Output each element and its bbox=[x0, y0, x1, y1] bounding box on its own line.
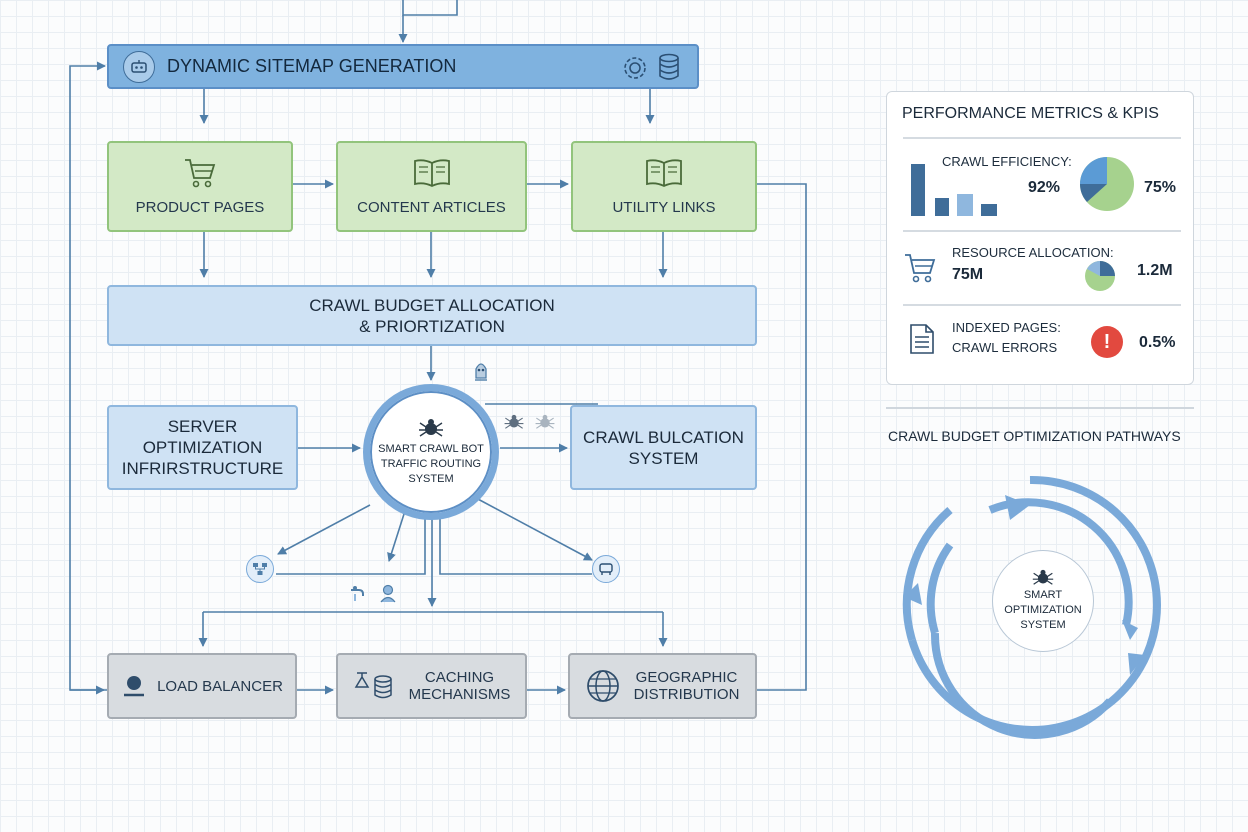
person-icon bbox=[121, 673, 147, 699]
divider bbox=[903, 230, 1181, 232]
infra-label-line-1: Caching bbox=[424, 669, 495, 686]
crawl-budget-allocation-box: Crawl Budget Allocation & Priortization bbox=[107, 285, 757, 346]
pie-chart-icon bbox=[1084, 260, 1116, 292]
spider-icon bbox=[417, 418, 445, 438]
database-icon bbox=[657, 53, 681, 81]
bot-node bbox=[592, 555, 620, 583]
cart-icon bbox=[903, 252, 937, 284]
smart-crawl-bot-hub: Smart Crawl Bot Traffic Routing System bbox=[363, 384, 499, 520]
spider-icon bbox=[534, 414, 556, 430]
crawl-efficiency-secondary-value: 75% bbox=[1144, 179, 1177, 196]
error-icon: ! bbox=[1091, 326, 1123, 358]
crawl-bulcation-system-box: Crawl Bulcation System bbox=[570, 405, 757, 490]
metrics-title: Performance Metrics & KPIs bbox=[902, 105, 1159, 122]
crawl-errors-label: Crawl Errors bbox=[952, 340, 1058, 355]
budget-line-2: & Priortization bbox=[359, 316, 505, 336]
optimization-pathway-rings bbox=[902, 475, 1161, 739]
robot-icon bbox=[598, 562, 614, 576]
infra-label-line-2: Mechanisms bbox=[408, 686, 511, 703]
network-icon bbox=[252, 562, 268, 576]
header-title: Dynamic Sitemap Generation bbox=[167, 56, 457, 76]
ring-hub-line-1: Smart bbox=[1023, 589, 1063, 601]
infra-label-line-1: Geographic bbox=[635, 669, 738, 686]
content-box-label: Product Pages bbox=[135, 199, 265, 216]
performance-metrics-panel: Performance Metrics & KPIs Crawl Efficie… bbox=[886, 91, 1194, 385]
network-node bbox=[246, 555, 274, 583]
infra-label-line-2: Distribution bbox=[633, 686, 740, 703]
ring-hub-line-3: System bbox=[1020, 619, 1066, 631]
server-line-2: Infrirstructure bbox=[121, 459, 284, 478]
resource-allocation-label: Resource Allocation: bbox=[952, 245, 1114, 260]
hub-line-1: Smart Crawl Bot bbox=[378, 442, 484, 455]
infra-box-caching-mechanisms: Caching Mechanisms bbox=[336, 653, 527, 719]
content-box-product-pages: Product Pages bbox=[107, 141, 293, 232]
pie-chart-icon bbox=[1079, 156, 1135, 212]
sitemap-generation-header: Dynamic Sitemap Generation bbox=[107, 44, 699, 89]
bar-chart-icon bbox=[909, 162, 1001, 218]
right-box-line-2: System bbox=[628, 448, 699, 468]
content-box-label: Content Articles bbox=[357, 199, 506, 216]
hub-line-2: Traffic Routing bbox=[380, 457, 482, 470]
content-box-label: Utility Links bbox=[612, 199, 716, 216]
server-line-1: Server Optimization bbox=[142, 417, 263, 457]
pathways-title: Crawl Budget Optimization Pathways bbox=[888, 428, 1181, 444]
robot-icon bbox=[472, 360, 490, 382]
robot-icon bbox=[123, 50, 155, 83]
divider bbox=[886, 407, 1194, 409]
smart-optimization-hub: Smart Optimization System bbox=[992, 550, 1094, 652]
book-icon bbox=[644, 157, 684, 189]
crawl-efficiency-label: Crawl Efficiency: bbox=[942, 154, 1072, 169]
cart-icon bbox=[183, 157, 217, 189]
hub-line-3: System bbox=[408, 472, 454, 485]
divider bbox=[903, 304, 1181, 306]
crawl-efficiency-value: 92% bbox=[1028, 179, 1061, 196]
content-box-content-articles: Content Articles bbox=[336, 141, 527, 232]
spider-icon bbox=[1031, 569, 1055, 586]
infra-box-geographic-distribution: Geographic Distribution bbox=[568, 653, 757, 719]
globe-icon bbox=[586, 669, 620, 703]
resource-allocation-value: 75M bbox=[952, 266, 984, 283]
infra-label: Load Balancer bbox=[157, 677, 283, 695]
infra-box-load-balancer: Load Balancer bbox=[107, 653, 297, 719]
indexed-pages-label: Indexed Pages: bbox=[952, 320, 1061, 335]
gear-icon bbox=[621, 54, 649, 82]
database-icon bbox=[353, 671, 393, 701]
right-box-line-1: Crawl Bulcation bbox=[583, 427, 744, 447]
book-icon bbox=[412, 157, 452, 189]
spider-icon bbox=[503, 414, 525, 430]
budget-line-1: Crawl Budget Allocation bbox=[309, 295, 555, 315]
faucet-icon bbox=[349, 585, 365, 603]
divider bbox=[903, 137, 1181, 139]
person-icon bbox=[379, 584, 397, 604]
ring-hub-line-2: Optimization bbox=[1004, 604, 1082, 616]
content-box-utility-links: Utility Links bbox=[571, 141, 757, 232]
server-optimization-box: Server Optimization Infrirstructure bbox=[107, 405, 298, 490]
crawl-errors-value: 0.5% bbox=[1139, 334, 1176, 351]
document-icon bbox=[909, 323, 935, 355]
resource-allocation-secondary-value: 1.2M bbox=[1137, 262, 1173, 279]
